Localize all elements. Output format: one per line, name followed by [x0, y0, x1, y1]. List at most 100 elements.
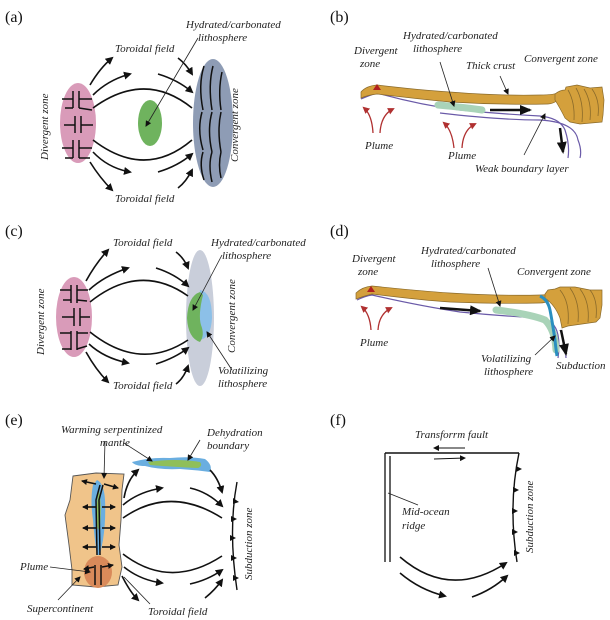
- mid-ocean-ridge-label-line2: ridge: [402, 520, 425, 532]
- volatilizing-label-line1: Volatilizing: [218, 365, 269, 377]
- thick-crust-pointer: [499, 75, 509, 95]
- volatilizing-lithosphere-slab: [539, 294, 559, 357]
- subduction-arrow: [556, 127, 567, 154]
- divergent-label-line1: Divergent: [353, 45, 399, 57]
- weak-boundary-layer-label: Weak boundary layer: [475, 163, 569, 175]
- hydrated-pointer: [487, 267, 502, 307]
- toroidal-field-label-bottom: Toroidal field: [113, 380, 173, 392]
- subduction-label: Subduction: [556, 360, 606, 372]
- hydrated-lithosphere-blob: [138, 100, 162, 146]
- hydrated-pointer: [145, 37, 199, 127]
- plume-label: Plume: [359, 337, 388, 349]
- hydrated-label-line1: Hydrated/carbonated: [420, 245, 516, 257]
- divergent-zone: [60, 83, 96, 163]
- hydrated-label-line2: lithosphere: [222, 250, 271, 262]
- oceanic-crust: [360, 84, 561, 105]
- volatilizing-pointer: [206, 331, 233, 371]
- plume-label-2: Plume: [447, 150, 476, 162]
- toroidal-field-label: Toroidal field: [148, 606, 208, 618]
- convergent-zone-thick-crust: [544, 286, 603, 329]
- divergent-label-line2: zone: [359, 58, 380, 70]
- dehydration-inner: [148, 460, 202, 468]
- toroidal-field-arrows: [85, 248, 190, 385]
- subduction-teeth: [230, 498, 239, 581]
- subduction-arrow: [559, 329, 569, 356]
- weak-boundary-layer: [356, 294, 560, 359]
- hydrated-label-line1: Hydrated/carbonated: [185, 19, 281, 31]
- panel-f: (f) Transforrm fault Mid-ocean ridge Sub…: [330, 412, 536, 599]
- volatilizing-pointer: [534, 335, 556, 356]
- spreading-arrows: [81, 479, 119, 571]
- subduction-teeth: [512, 466, 522, 556]
- convergent-zone-label: Convergent zone: [229, 88, 241, 162]
- toroidal-pointer: [123, 576, 151, 605]
- crust-fold-lines: [567, 87, 599, 123]
- compression-lines: [199, 65, 223, 183]
- panel-e-tag: (e): [5, 412, 23, 429]
- dehydration-label-line1: Dehydration: [206, 427, 263, 439]
- panel-f-tag: (f): [330, 412, 346, 429]
- panel-c: (c) Toroidal field: [5, 223, 306, 392]
- supercontinent-label: Supercontinent: [27, 603, 94, 615]
- hydrated-label-line2: lithosphere: [431, 258, 480, 270]
- spreading-ridge-symbols: [60, 285, 90, 350]
- warming-pointer-2: [123, 442, 153, 462]
- panel-a: (a): [5, 9, 281, 205]
- toroidal-field-label-bottom: Toroidal field: [115, 193, 175, 205]
- panel-b-tag: (b): [330, 9, 349, 26]
- crust-fold-lines: [559, 287, 597, 325]
- plume-label-1: Plume: [364, 140, 393, 152]
- panel-a-tag: (a): [5, 9, 23, 26]
- hydrated-label-line1: Hydrated/carbonated: [210, 237, 306, 249]
- divergent-label-line2: zone: [357, 266, 378, 278]
- convergent-zone-label: Convergent zone: [226, 279, 238, 353]
- hydrated-pointer: [439, 61, 456, 107]
- convergent-zone-label: Convergent zone: [524, 53, 598, 65]
- weak-layer-pointer: [523, 113, 546, 156]
- divergent-ridge-marker: [373, 84, 381, 90]
- divergent-ridge-marker: [367, 286, 375, 292]
- mid-ocean-ridge-label-line1: Mid-ocean: [401, 506, 450, 518]
- thick-crust-label: Thick crust: [466, 60, 516, 72]
- panel-e: (e): [5, 412, 263, 618]
- warming-label-line2: mantle: [100, 437, 130, 449]
- convergent-zone: [193, 59, 233, 187]
- volatilizing-label-line2: lithosphere: [484, 366, 533, 378]
- divergent-label-line1: Divergent: [351, 253, 397, 265]
- divergent-zone-label: Divergent zone: [35, 288, 47, 356]
- plume-pointer: [49, 566, 91, 575]
- volatilizing-label-line2: lithosphere: [218, 378, 267, 390]
- convergent-zone-label: Convergent zone: [517, 266, 591, 278]
- weak-boundary-layer-outer: [439, 112, 582, 159]
- toroidal-field-arrows: [399, 556, 509, 599]
- plume-arrows: [360, 305, 393, 331]
- volatilizing-label-line1: Volatilizing: [481, 353, 532, 365]
- plume-label: Plume: [19, 561, 48, 573]
- hydrated-label-line2: lithosphere: [413, 43, 462, 55]
- warming-pointer: [101, 440, 108, 479]
- divergent-zone-label: Divergent zone: [39, 93, 51, 161]
- hydrated-lithosphere: [187, 292, 203, 342]
- oceanic-crust: [355, 285, 553, 304]
- warming-label-line1: Warming serpentinized: [61, 424, 163, 436]
- hydrated-pointer: [192, 254, 223, 311]
- mid-ocean-ridge: [384, 453, 391, 562]
- spreading-rift-lines: [94, 484, 104, 585]
- dehydration-label-line2: boundary: [207, 440, 249, 452]
- panel-c-tag: (c): [5, 223, 23, 240]
- subduction-zone-label: Subduction zone: [524, 480, 536, 553]
- spreading-ridge-symbols: [62, 91, 93, 159]
- panel-d-tag: (d): [330, 223, 349, 240]
- subduction-zone-label: Subduction zone: [243, 507, 255, 580]
- toroidal-field-label-top: Toroidal field: [115, 43, 175, 55]
- panel-d: (d) Divergent zone Hydrated/carbonated l…: [330, 223, 606, 378]
- panel-b: (b) Divergent zone Hydrated/carbonated l…: [330, 9, 605, 175]
- hydrated-label-line2: lithosphere: [198, 32, 247, 44]
- ridge-pointer: [387, 492, 419, 506]
- toroidal-field-arrows: [89, 56, 194, 192]
- plume-arrows: [362, 106, 477, 149]
- convergent-zone-thick-crust: [554, 84, 605, 125]
- transform-arrow-right: [433, 455, 466, 462]
- hydrated-label-line1: Hydrated/carbonated: [402, 30, 498, 42]
